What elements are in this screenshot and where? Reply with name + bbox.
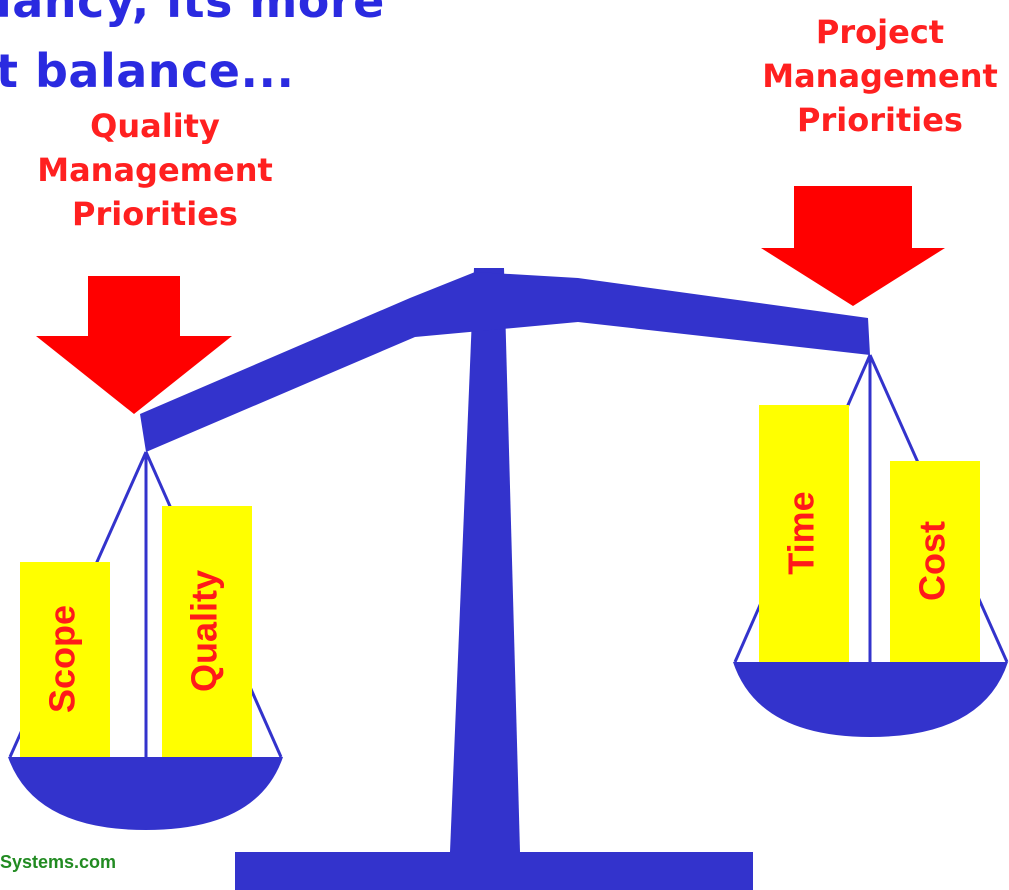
time-block-label: Time (781, 491, 822, 574)
left-quality-block (162, 506, 252, 757)
quality-management-priorities-label: Quality Management Priorities (10, 104, 300, 236)
scope-block-label: Scope (42, 605, 83, 713)
project-management-priorities-label: Project Management Priorities (735, 10, 1009, 142)
scale-base (235, 852, 753, 890)
left-label-line-1: Quality (90, 107, 220, 145)
left-down-arrow-icon (36, 276, 232, 414)
left-scale-pan (8, 757, 283, 830)
time-block (759, 405, 849, 662)
scale-pillar (450, 268, 520, 852)
right-down-arrow-icon (761, 186, 945, 306)
right-label-line-1: Project (815, 13, 945, 51)
scale-beam (140, 272, 870, 452)
right-scale-pan (733, 662, 1008, 737)
left-label-line-3: Priorities (72, 195, 238, 233)
right-label-line-2: Management (762, 57, 998, 95)
footer-url-text: Systems.com (0, 852, 117, 872)
headline-line-2: t balance... (0, 44, 295, 98)
quality-block-label: Quality (184, 570, 225, 692)
scope-block (20, 562, 110, 757)
cost-block-label: Cost (912, 521, 953, 601)
left-label-line-2: Management (37, 151, 273, 189)
right-label-line-3: Priorities (797, 101, 963, 139)
cost-block (890, 461, 980, 662)
scale-stand (235, 268, 753, 890)
headline-line-1: lancy, its more (0, 0, 385, 28)
